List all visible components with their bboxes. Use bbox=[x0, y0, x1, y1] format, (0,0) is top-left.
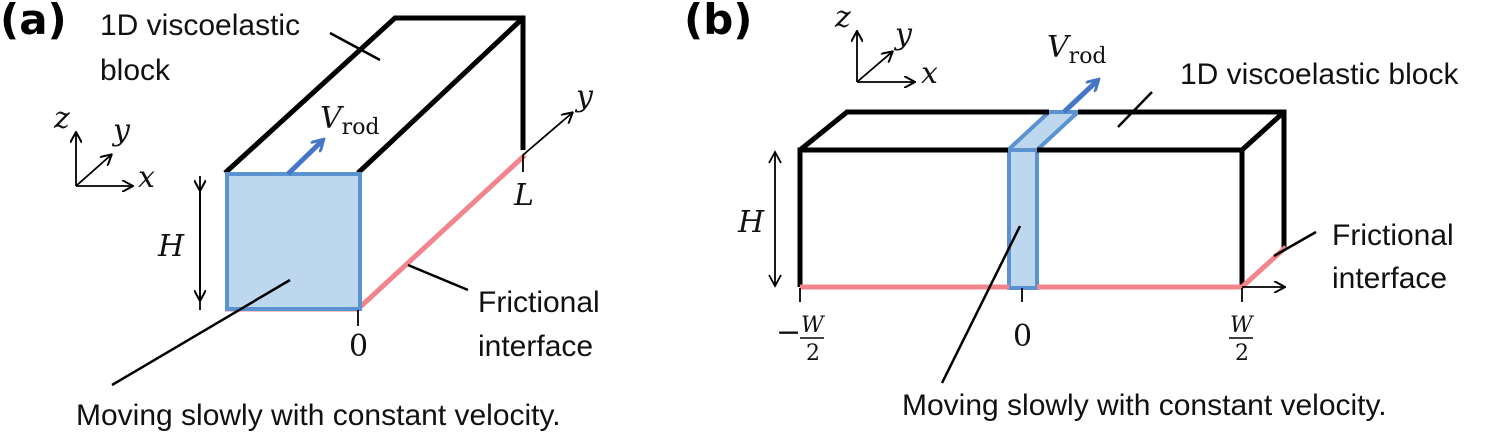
panel-b-label: (b) bbox=[684, 0, 752, 44]
panel-a-velocity-subscript: rod bbox=[342, 115, 380, 140]
panel-b-block-front-right bbox=[1037, 147, 1245, 287]
panel-b-left-minus: − bbox=[776, 315, 801, 350]
panel-b-velocity-label: Vrod bbox=[1047, 30, 1107, 69]
panel-b-block-top-back-right bbox=[1078, 109, 1287, 248]
panel-a: (a) Vrod 1D viscoelastic block z y x bbox=[0, 0, 600, 432]
panel-b-rod-top bbox=[1002, 110, 1084, 152]
panel-a-origin-label: 0 bbox=[349, 329, 368, 364]
panel-a-axis-x: x bbox=[138, 160, 155, 195]
panel-b-interface bbox=[800, 245, 1288, 290]
panel-a-interface-line1: Frictional bbox=[478, 286, 600, 319]
panel-b-interface-leader bbox=[1273, 230, 1317, 258]
panel-b-velocity-subscript: rod bbox=[1069, 44, 1107, 69]
panel-b-block-right-edge bbox=[1240, 110, 1286, 152]
panel-a-block-top-edges bbox=[223, 15, 526, 175]
panel-b-axis-x: x bbox=[921, 56, 938, 91]
panel-a-velocity-symbol: V bbox=[320, 101, 345, 136]
panel-a-height-label: H bbox=[157, 229, 185, 264]
panel-b-left-bound-label: − W 2 bbox=[776, 313, 826, 366]
panel-b-block-top-back-left bbox=[798, 109, 1049, 152]
panel-a-rod-face bbox=[225, 172, 362, 311]
panel-b-left-numerator: W bbox=[801, 313, 826, 338]
panel-a-y-axis-label: y bbox=[574, 79, 594, 114]
panel-a-interface-line2: interface bbox=[478, 330, 593, 363]
panel-a-axis-z: z bbox=[53, 101, 70, 136]
panel-a-block-top-right-edge bbox=[356, 16, 525, 175]
panel-a-block-leader bbox=[329, 31, 381, 62]
panel-b-right-numerator: W bbox=[1230, 313, 1255, 338]
panel-a-block-label-line1: 1D viscoelastic bbox=[100, 9, 300, 42]
panel-b-block-leader bbox=[1117, 91, 1153, 128]
panel-a-caption: Moving slowly with constant velocity. bbox=[76, 399, 561, 432]
panel-a-block-label-line2: block bbox=[100, 54, 171, 87]
panel-b-interface-line1: Frictional bbox=[1332, 219, 1454, 252]
panel-b-caption-leader bbox=[940, 225, 1022, 384]
panel-a-interface-diagonal bbox=[356, 153, 527, 311]
panel-a-axes-triad bbox=[76, 133, 132, 186]
panel-a-velocity-label: Vrod bbox=[320, 101, 380, 140]
panel-a-label: (a) bbox=[0, 0, 67, 44]
panel-b-right-denominator: 2 bbox=[1235, 341, 1249, 366]
panel-b-velocity-arrow bbox=[1062, 80, 1098, 114]
panel-b-block-front-left bbox=[797, 147, 1008, 287]
panel-a-interface-leader bbox=[407, 263, 469, 292]
panel-a-length-label: L bbox=[513, 178, 534, 213]
panel-a-y-axis-arrow bbox=[522, 113, 572, 156]
panel-a-velocity-arrow bbox=[286, 140, 323, 176]
panel-b-left-denominator: 2 bbox=[806, 341, 820, 366]
panel-b-rod-front bbox=[1007, 148, 1039, 290]
panel-b-caption: Moving slowly with constant velocity. bbox=[902, 389, 1387, 422]
panel-b-axis-z: z bbox=[834, 0, 851, 35]
panel-b-block bbox=[797, 109, 1287, 287]
panel-a-block bbox=[223, 15, 526, 175]
panel-b: (b) z y x Vrod 1D visc bbox=[684, 0, 1459, 422]
panel-b-origin-label: 0 bbox=[1013, 319, 1032, 354]
panel-b-axis-y: y bbox=[893, 17, 913, 52]
panel-b-block-label: 1D viscoelastic block bbox=[1180, 58, 1459, 91]
panel-a-caption-leader bbox=[111, 278, 291, 387]
panel-b-height-label: H bbox=[737, 205, 765, 240]
panel-b-right-bound-label: W 2 bbox=[1229, 313, 1255, 366]
panel-b-axes-triad bbox=[857, 32, 914, 82]
panel-b-interface-line2: interface bbox=[1332, 262, 1447, 295]
panel-b-velocity-symbol: V bbox=[1047, 30, 1072, 65]
panel-a-axis-y: y bbox=[111, 113, 131, 148]
